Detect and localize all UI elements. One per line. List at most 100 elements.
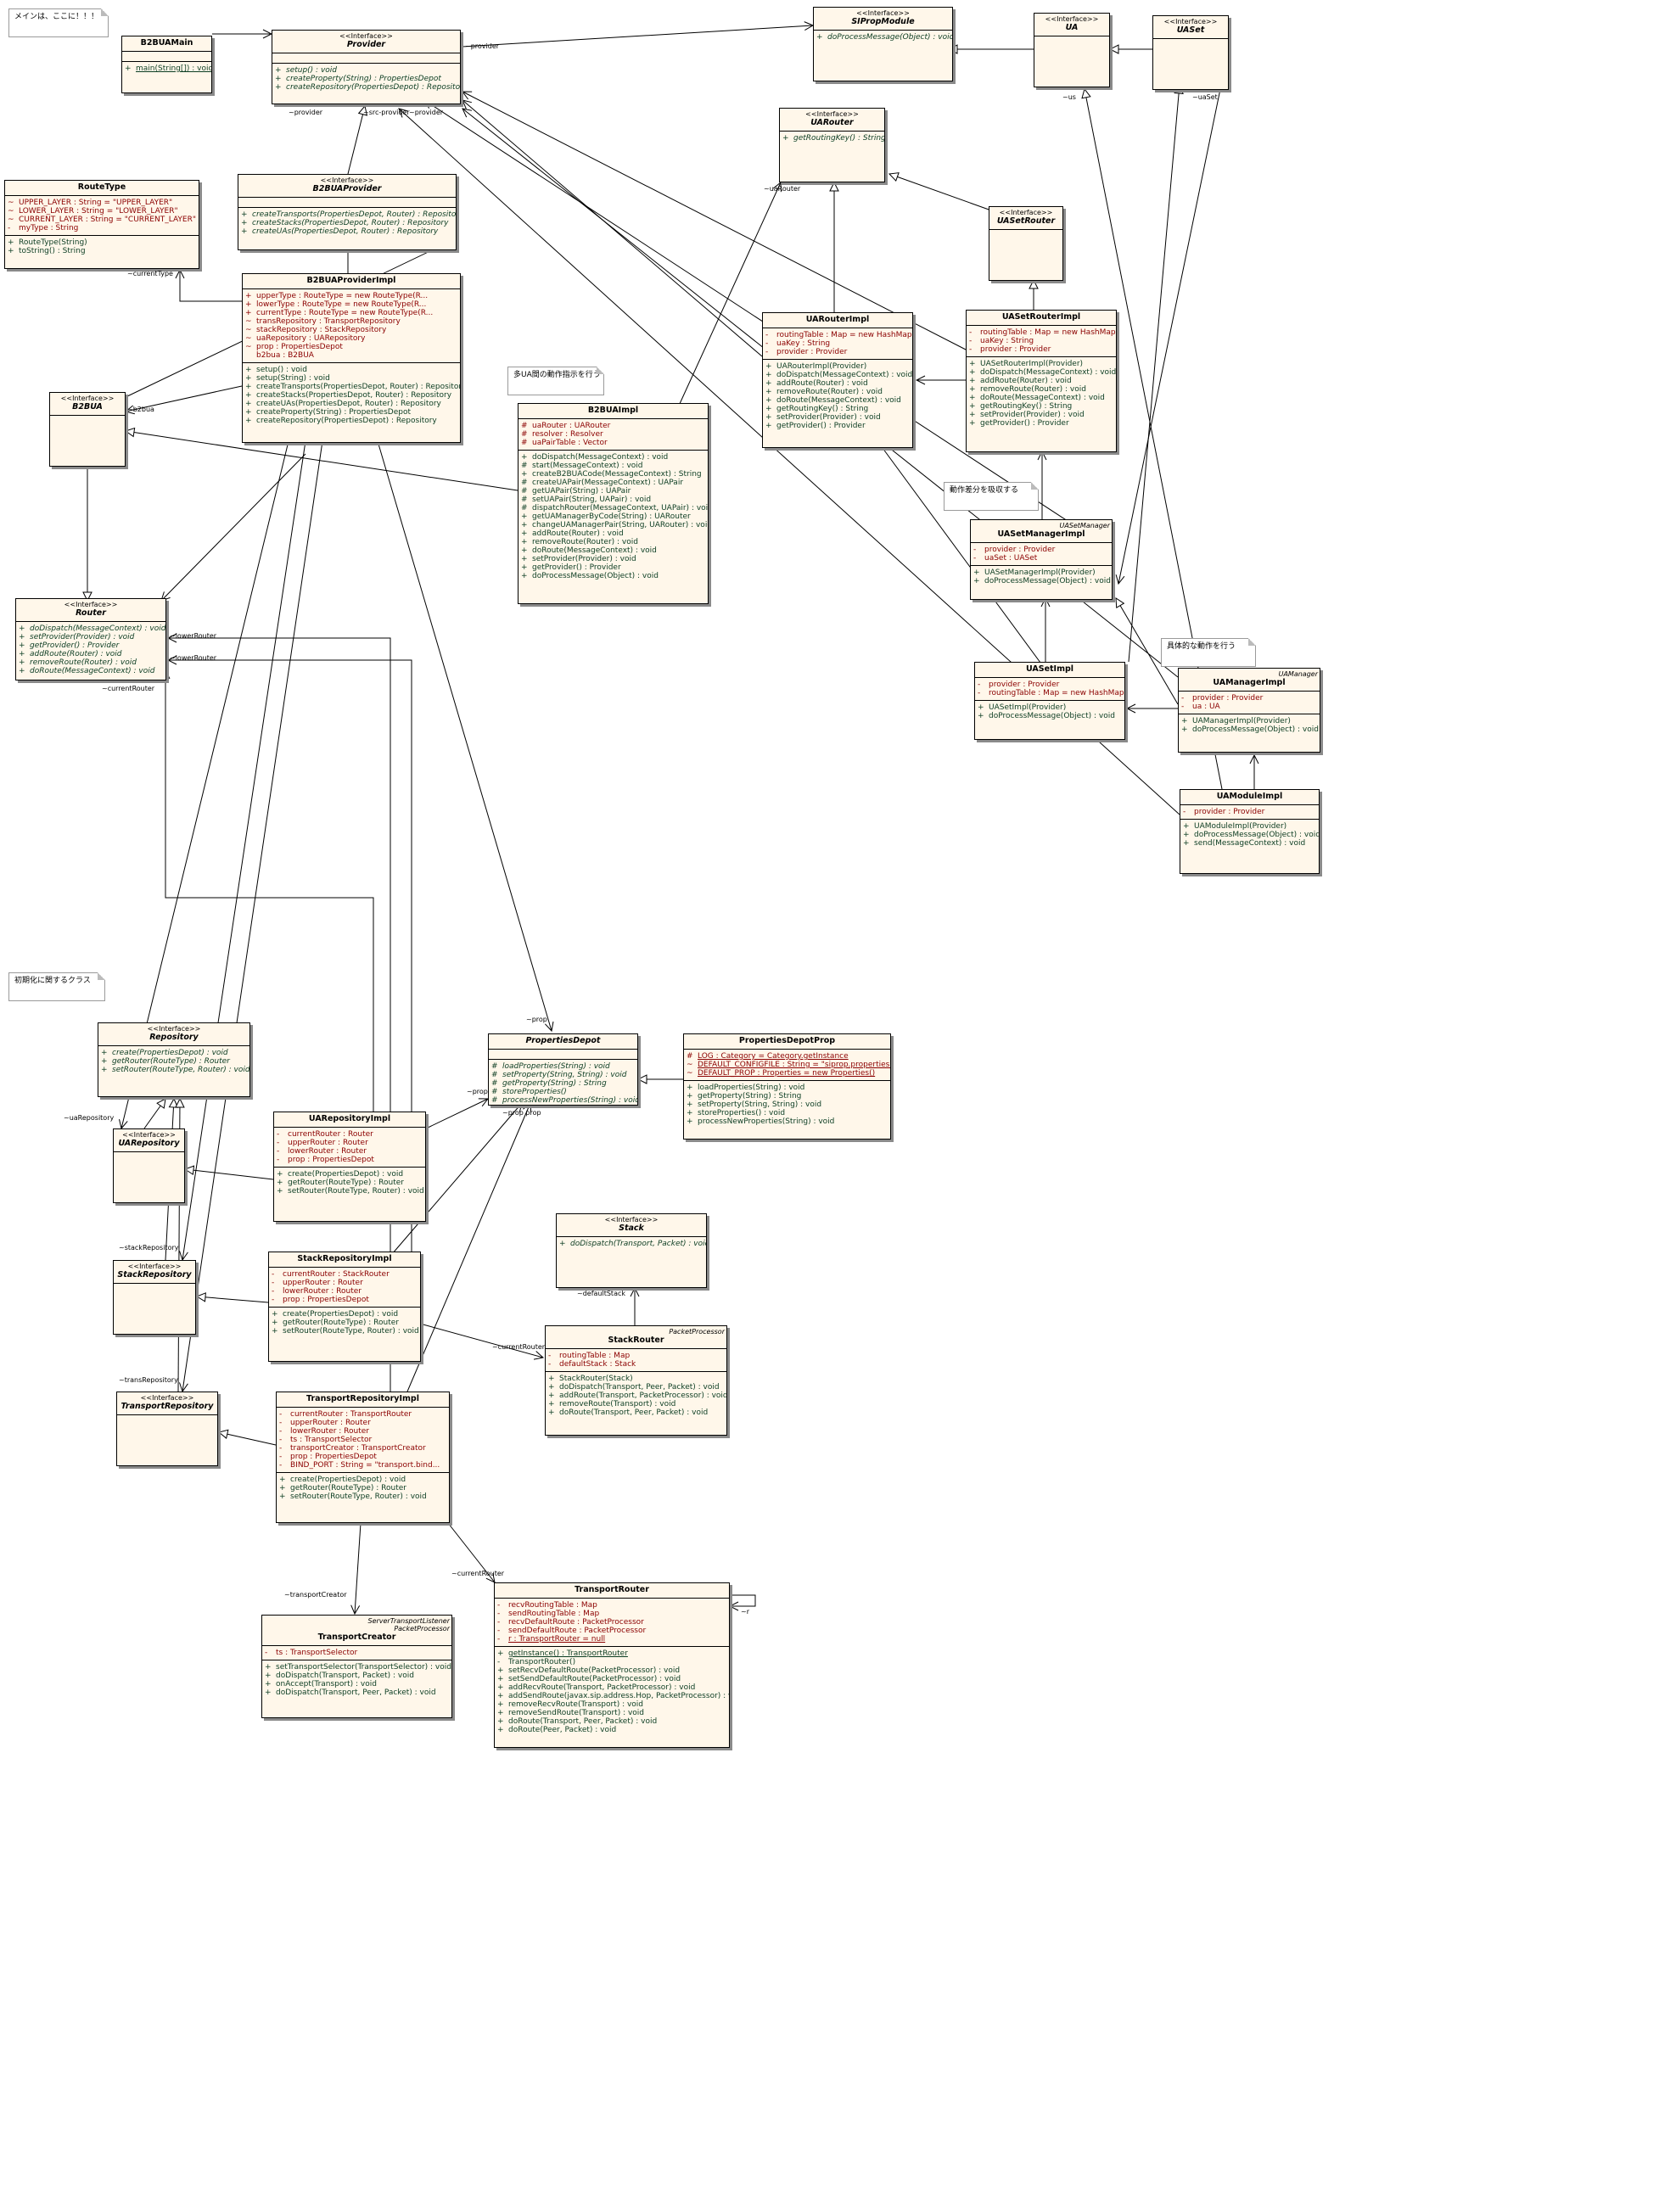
- edge-label: ~r: [741, 1608, 749, 1616]
- interface-router[interactable]: <<Interface>>Router +doDispatch(MessageC…: [15, 598, 166, 680]
- operation: +setRecvDefaultRoute(PacketProcessor) : …: [497, 1666, 681, 1675]
- operations: +getRoutingKey() : String: [780, 132, 884, 145]
- class-uamoduleimpl[interactable]: UAModuleImpl -provider : Provider +UAMod…: [1180, 789, 1320, 874]
- class-transportrepositoryimpl[interactable]: TransportRepositoryImpl -currentRouter :…: [276, 1392, 450, 1523]
- operation: +doProcessMessage(Object) : void: [816, 33, 953, 42]
- interface-provider[interactable]: <<Interface>>Provider +setup() : void +c…: [272, 30, 461, 104]
- attribute: #uaPairTable : Vector: [521, 439, 608, 447]
- class-uarepositoryimpl[interactable]: UARepositoryImpl -currentRouter : Router…: [273, 1112, 426, 1222]
- interface-stackrepository[interactable]: <<Interface>>StackRepository: [113, 1260, 196, 1335]
- class-b2buaproviderimpl[interactable]: B2BUAProviderImpl +upperType : RouteType…: [242, 273, 461, 443]
- attribute: -transportCreator : TransportCreator: [279, 1444, 426, 1453]
- operation: +removeRecvRoute(Transport) : void: [497, 1700, 644, 1709]
- note-multi-ua: 多UA間の動作指示を行う: [507, 367, 604, 395]
- operation: +removeRoute(Router) : void: [765, 388, 883, 396]
- attribute: ~UPPER_LAYER : String = "UPPER_LAYER": [8, 199, 173, 207]
- attribute: -currentRouter : StackRouter: [272, 1270, 390, 1279]
- operation: +loadProperties(String) : void: [687, 1084, 805, 1092]
- class-b2buamain[interactable]: B2BUAMain +main(String[]) : void: [121, 36, 212, 93]
- class-stackrepositoryimpl[interactable]: StackRepositoryImpl -currentRouter : Sta…: [268, 1252, 421, 1362]
- attributes: -provider : Provider -routingTable : Map…: [975, 678, 1124, 701]
- edge-uasetimpl-uaset: [1128, 85, 1180, 663]
- attributes: -routingTable : Map = new HashMap() -uaK…: [967, 326, 1116, 357]
- attribute: -uaSet : UASet: [973, 554, 1038, 563]
- attribute: -upperRouter : Router: [277, 1139, 368, 1147]
- operation: +send(MessageContext) : void: [1183, 839, 1306, 848]
- class-name: UASetImpl: [1025, 664, 1074, 674]
- attributes: -provider : Provider -ua : UA: [1179, 692, 1320, 714]
- edge-label: ~provider: [409, 109, 444, 116]
- attribute: -recvDefaultRoute : PacketProcessor: [497, 1618, 644, 1627]
- operations: +setup() : void +createProperty(String) …: [272, 64, 460, 94]
- interface-uarepository[interactable]: <<Interface>>UARepository: [113, 1128, 185, 1203]
- stereotype: <<Interface>>: [147, 1025, 201, 1033]
- interface-sipropmodule[interactable]: <<Interface>>SIPropModule +doProcessMess…: [813, 7, 953, 81]
- operation: +removeRoute(Router) : void: [19, 658, 137, 667]
- operation: +createUAs(PropertiesDepot, Router) : Re…: [241, 227, 439, 236]
- stereotype: PacketProcessor: [669, 1328, 725, 1336]
- edge-label: ~defaultStack: [577, 1290, 625, 1297]
- operation: +create(PropertiesDepot) : void: [279, 1476, 406, 1484]
- interface-b2bua[interactable]: <<Interface>>B2BUA: [49, 392, 126, 467]
- class-name: TransportRepositoryImpl: [306, 1394, 419, 1403]
- attribute: #uaRouter : UARouter: [521, 422, 611, 430]
- interface-repository[interactable]: <<Interface>>Repository +create(Properti…: [98, 1022, 250, 1097]
- stereotype: <<Interface>>: [1163, 18, 1218, 25]
- operation: +UASetRouterImpl(Provider): [969, 360, 1084, 368]
- operations: +doDispatch(MessageContext) : void #star…: [518, 451, 708, 583]
- operations: +UASetImpl(Provider) +doProcessMessage(O…: [975, 701, 1124, 723]
- attribute: ~CURRENT_LAYER : String = "CURRENT_LAYER…: [8, 216, 196, 224]
- stereotype: <<Interface>>: [122, 1131, 176, 1139]
- edge-sipropmodule-provider: [462, 25, 813, 48]
- operation: +createUAs(PropertiesDepot, Router) : Re…: [245, 400, 441, 408]
- edge-b2buaproviderimpl-transportrepository: [182, 440, 323, 1392]
- operation: +doDispatch(MessageContext) : void: [19, 624, 166, 633]
- class-propertiesdepotprop[interactable]: PropertiesDepotProp #LOG : Category = Ca…: [683, 1033, 891, 1140]
- interface-ua[interactable]: <<Interface>>UA: [1034, 13, 1110, 87]
- operation: +setRouter(RouteType, Router) : void: [279, 1492, 427, 1501]
- class-name: UAManagerImpl: [1213, 678, 1286, 687]
- class-routetype[interactable]: RouteType ~UPPER_LAYER : String = "UPPER…: [4, 180, 199, 269]
- class-uasetimpl[interactable]: UASetImpl -provider : Provider -routingT…: [974, 662, 1125, 740]
- attribute: -BIND_PORT : String = "transport.bind...: [279, 1461, 440, 1470]
- operations: +doDispatch(MessageContext) : void +setP…: [16, 622, 165, 678]
- edge-label: ~prop: [526, 1016, 547, 1023]
- interface-uarouter[interactable]: <<Interface>>UARouter +getRoutingKey() :…: [779, 108, 885, 182]
- interface-uaset[interactable]: <<Interface>>UASet: [1152, 15, 1229, 90]
- attributes: [1153, 39, 1228, 48]
- interface-stack[interactable]: <<Interface>>Stack +doDispatch(Transport…: [556, 1213, 707, 1288]
- edge-stackrepositoryimpl-stackrouter: [419, 1323, 543, 1358]
- stereotype: <<Interface>>: [1045, 15, 1099, 23]
- operation: +doProcessMessage(Object) : void: [1183, 831, 1320, 839]
- attributes: [114, 1152, 184, 1162]
- interface-transportrepository[interactable]: <<Interface>>TransportRepository: [116, 1392, 218, 1466]
- operation: +setup(String) : void: [245, 374, 330, 383]
- class-propertiesdepot[interactable]: PropertiesDepot #loadProperties(String) …: [488, 1033, 638, 1106]
- edge-label: ~currentType: [127, 270, 173, 277]
- operation: +doProcessMessage(Object) : void: [978, 712, 1115, 720]
- operation: +doProcessMessage(Object) : void: [521, 572, 659, 580]
- class-transportrouter[interactable]: TransportRouter -recvRoutingTable : Map …: [494, 1582, 730, 1748]
- edge-stackrepositoryimpl-stackrepository: [197, 1296, 269, 1303]
- operation: +getProvider() : Provider: [969, 419, 1069, 428]
- edge-uarouterimpl-provider: [462, 100, 763, 357]
- operation: +setProperty(String, String) : void: [687, 1100, 822, 1109]
- class-uarouterimpl[interactable]: UARouterImpl -routingTable : Map = new H…: [762, 312, 913, 448]
- attribute: +lowerType : RouteType = new RouteType(R…: [245, 300, 427, 309]
- class-uasetrouterimpl[interactable]: UASetRouterImpl -routingTable : Map = ne…: [966, 310, 1117, 452]
- operation: +getInstance() : TransportRouter: [497, 1649, 628, 1658]
- operation: +setup() : void: [245, 366, 307, 374]
- interface-uasetrouter[interactable]: <<Interface>>UASetRouter: [989, 206, 1063, 281]
- class-b2buaimpl[interactable]: B2BUAImpl #uaRouter : UARouter #resolver…: [518, 403, 709, 604]
- operation: +createProperty(String) : PropertiesDepo…: [245, 408, 411, 417]
- interface-b2buaprovider[interactable]: <<Interface>>B2BUAProvider +createTransp…: [238, 174, 457, 250]
- operation: +setRouter(RouteType, Router) : void: [277, 1187, 424, 1196]
- attributes: ~UPPER_LAYER : String = "UPPER_LAYER" ~L…: [5, 196, 199, 236]
- stereotype: <<Interface>>: [127, 1263, 182, 1270]
- operation: #storeProperties(): [491, 1088, 567, 1096]
- edge-label: ~transportCreator: [284, 1591, 347, 1599]
